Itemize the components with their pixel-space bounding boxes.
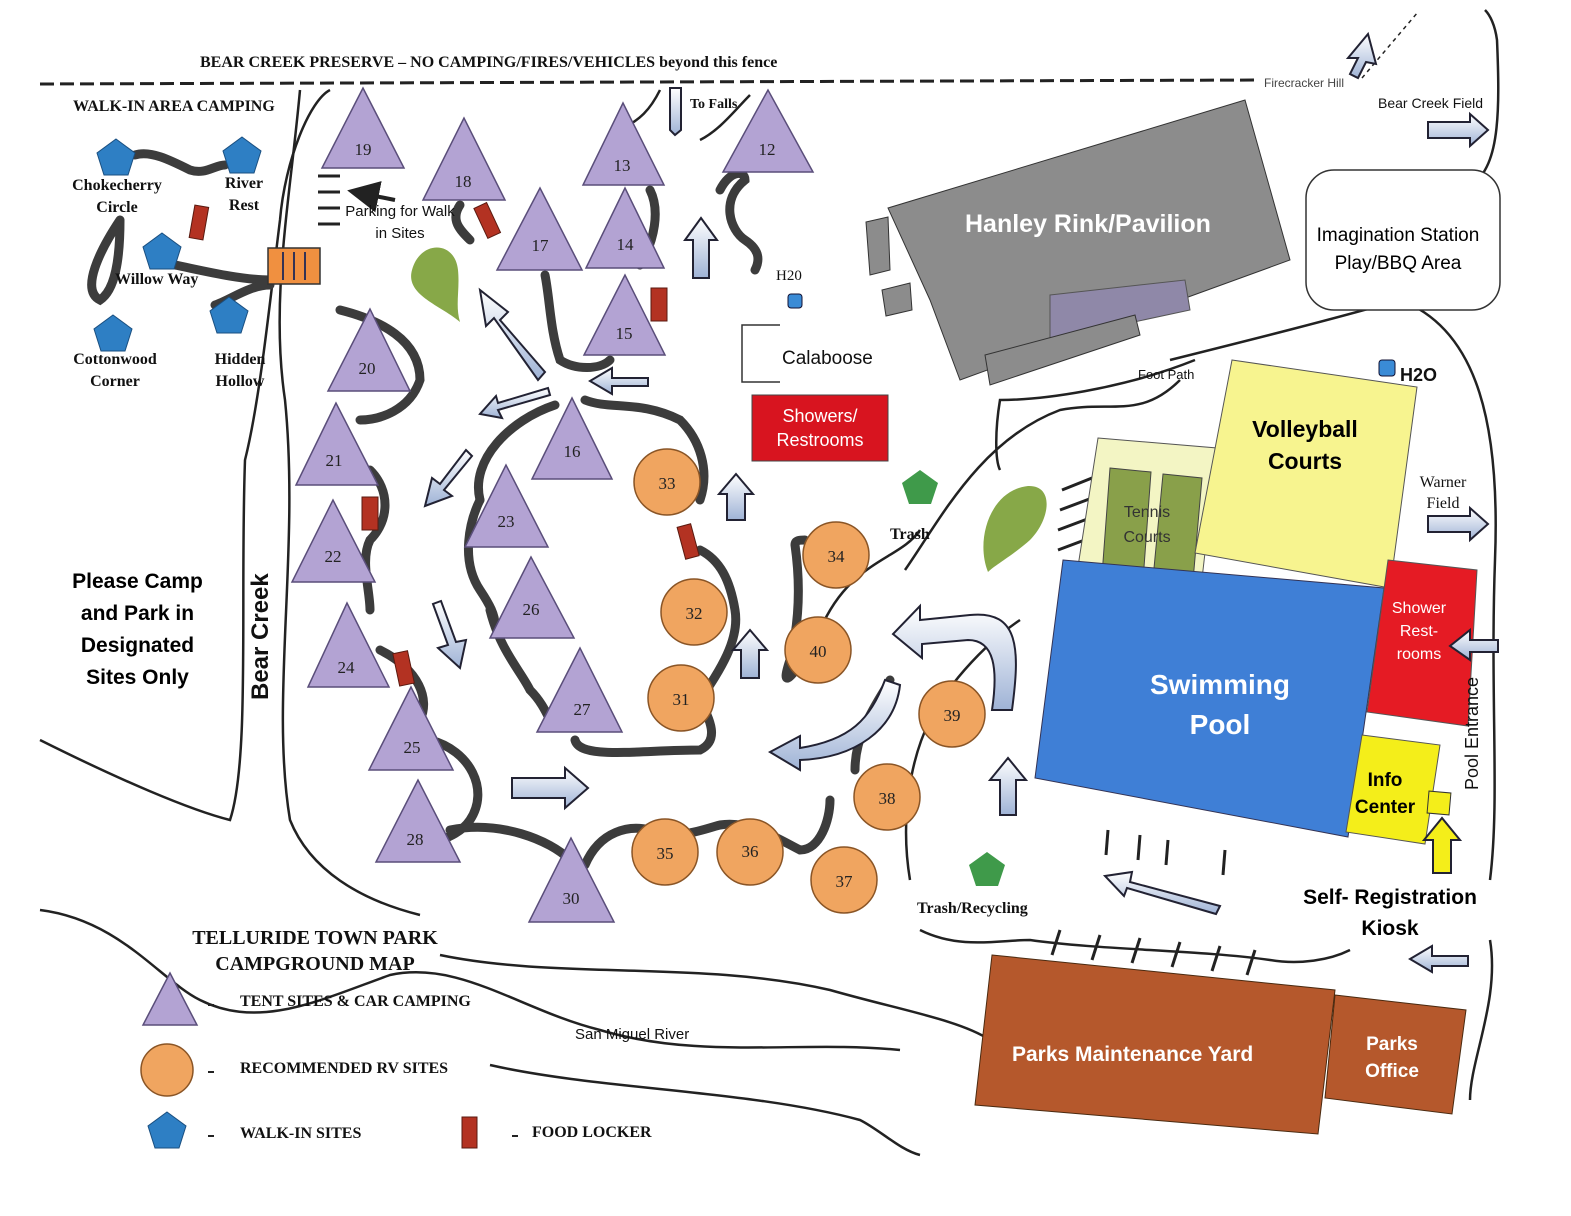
preserve-fence [39,78,1261,86]
pool-label: Swimming Pool [1149,669,1290,740]
site-label: 14 [617,235,635,254]
site-label: 23 [498,512,515,531]
trash-icon [902,470,938,504]
site-label: 36 [742,842,759,861]
calaboose-outline [741,324,780,383]
site-label: 30 [563,889,580,908]
walk-in-site-label: River Rest [224,175,264,214]
site-label: 38 [879,789,896,808]
walk-in-area-title: WALK-IN AREA CAMPING [73,98,275,115]
hanley-label: Hanley Rink/Pavilion [965,210,1211,238]
imagination-station-box [1305,169,1501,311]
self-registration-label: Self- Registration Kiosk [1303,886,1477,940]
rv-site-numbers: 31 32 33 34 35 36 37 38 39 40 [657,474,961,891]
legend-walkin-label: WALK-IN SITES [240,1125,362,1142]
walk-in-site-label: Willow Way [115,271,199,288]
h2o-label: H20 [776,268,802,284]
bridge [267,247,321,285]
calaboose-label: Calaboose [782,348,873,369]
legend-locker-label: FOOD LOCKER [532,1124,652,1141]
rv-sites [140,448,986,1097]
site-label: 25 [404,738,421,757]
parking-arrow [347,181,396,213]
volleyball-label: Volleyball Courts [1252,416,1358,474]
showers-restrooms-box [751,394,889,462]
site-label: 18 [455,172,472,191]
camp-notice: Please Camp and Park in Designated Sites… [72,570,203,689]
direction-arrows [423,31,1499,974]
walk-in-site-label: Chokecherry Circle [72,177,162,216]
legend-dashes [208,1004,518,1137]
parks-office-label: Parks Office [1365,1034,1419,1082]
map-title: TELLURIDE TOWN PARK CAMPGROUND MAP [170,925,460,977]
site-label: 24 [338,658,356,677]
legend-tent-label: TENT SITES & CAR CAMPING [240,993,471,1010]
map-title-line2: CAMPGROUND MAP [215,953,415,975]
legend-rv-label: RECOMMENDED RV SITES [240,1060,449,1077]
site-label: 19 [355,140,372,159]
h2o-label-2: H2O [1400,365,1438,385]
site-label: 37 [836,872,854,891]
tree-icon [411,247,460,322]
to-falls-label: To Falls [690,97,738,112]
site-label: 16 [564,442,581,461]
walk-in-site-label: Cottonwood Corner [73,351,157,390]
site-label: 39 [944,706,961,725]
warner-field-label: Warner Field [1419,474,1467,512]
map-title-line1: TELLURIDE TOWN PARK [192,927,438,949]
site-label: 26 [523,600,540,619]
site-label: 15 [616,324,633,343]
site-label: 33 [659,474,676,493]
site-label: 27 [574,700,592,719]
tent-sites [141,86,815,1026]
parking-label: Parking for Walk in Sites [345,203,455,242]
site-label: 13 [614,156,631,175]
site-label: 20 [359,359,376,378]
trash-label: Trash [890,526,930,543]
site-label: 35 [657,844,674,863]
food-lockers [188,201,700,1149]
fence-notice: BEAR CREEK PRESERVE – NO CAMPING/FIRES/V… [200,54,778,71]
parking-stalls [318,174,1257,976]
trash-recycling-label: Trash/Recycling [917,900,1028,917]
showers-restrooms-label: Showers/ Restrooms [776,406,864,450]
trash-recycling-icon [969,852,1005,886]
site-label: 34 [828,547,846,566]
site-label: 28 [407,830,424,849]
h2o-icon-2 [1378,359,1396,377]
site-label: 40 [810,642,827,661]
imagination-label: Imagination Station Play/BBQ Area [1316,225,1480,274]
walk-in-sites [93,136,262,1149]
site-label: 17 [532,236,550,255]
facility-blocks [974,359,1478,1135]
tent-site-numbers: 12 13 14 15 16 17 18 19 20 21 22 23 24 2… [325,140,776,908]
firecracker-hill-label: Firecracker Hill [1264,76,1344,90]
tree-icon-2 [983,485,1047,572]
h2o-icon [787,293,803,309]
tennis-label: Tennis Courts [1123,504,1171,546]
site-label: 12 [759,140,776,159]
bear-creek-label: Bear Creek [247,573,274,700]
site-label: 32 [686,604,703,623]
pool-showers-label: Shower Rest- rooms [1391,599,1447,663]
fence-extension [1361,11,1419,79]
bear-creek-field-label: Bear Creek Field [1378,95,1484,111]
info-center-label: Info Center [1354,770,1416,818]
parks-maintenance-label: Parks Maintenance Yard [1012,1043,1254,1066]
site-label: 21 [326,451,343,470]
site-label: 22 [325,547,342,566]
legend-tent-icon [141,971,199,1026]
san-miguel-label: San Miguel River [575,1026,690,1043]
hanley-pavilion [865,99,1291,386]
foot-path-label: Foot Path [1138,367,1195,382]
walk-in-site-label: Hidden Hollow [214,351,266,390]
site-label: 31 [673,690,690,709]
pool-entrance-label: Pool Entrance [1462,677,1482,790]
